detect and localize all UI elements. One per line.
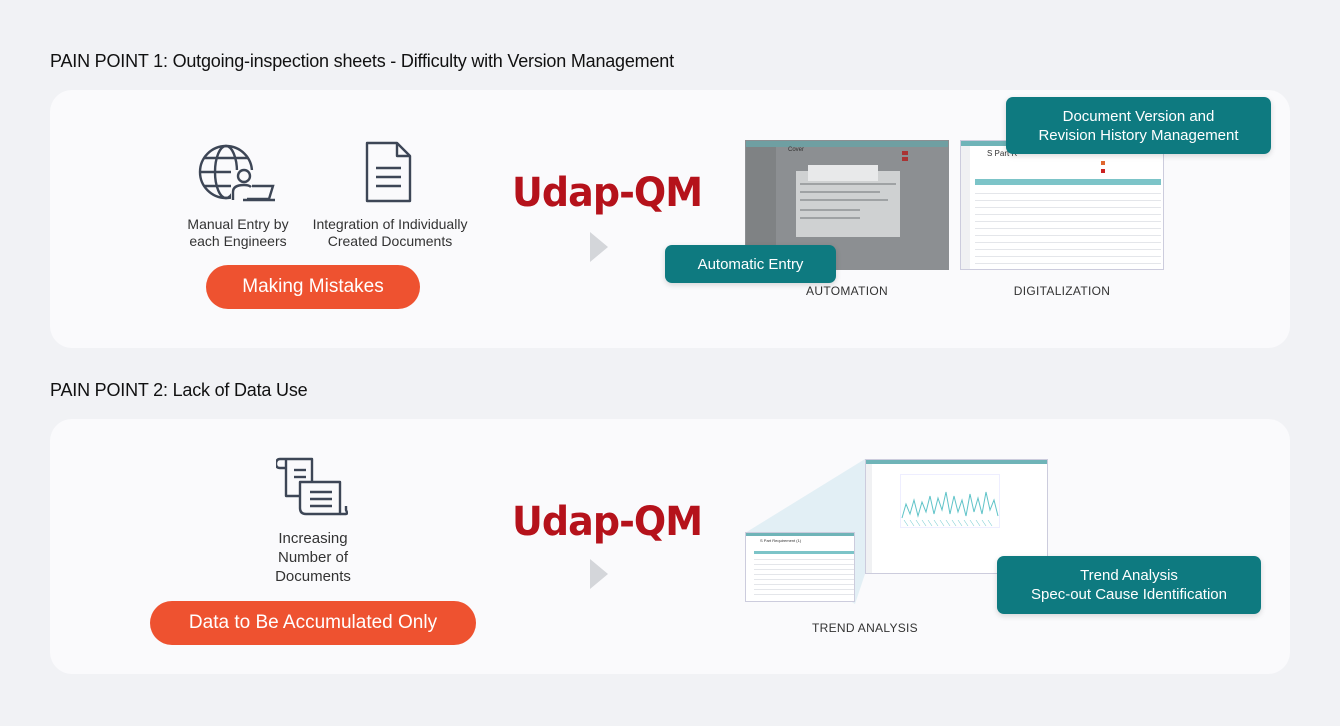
automatic-entry-callout: Automatic Entry	[665, 245, 836, 283]
trend-list-screenshot: S Part Requirement (1)	[745, 532, 855, 602]
automation-screenshot-title: Cover	[788, 147, 805, 153]
scroll-documents-icon	[274, 456, 349, 520]
trend-chart-screenshot	[865, 459, 1048, 574]
increasing-documents-caption: Increasing Number of Documents	[275, 530, 351, 585]
play-arrow-icon-2	[590, 559, 608, 589]
making-mistakes-badge: Making Mistakes	[206, 265, 420, 309]
trend-list-title: S Part Requirement (1)	[760, 538, 802, 543]
udap-qm-logo: Udap-QM	[512, 170, 703, 216]
digitalization-screenshot-title: S Part R	[987, 149, 1018, 158]
digitalization-screenshot: S Part R	[960, 140, 1164, 270]
logo-text-qm-2: QM	[633, 499, 703, 545]
manual-entry-caption: Manual Entry by each Engineers	[187, 216, 289, 249]
section2-heading: PAIN POINT 2: Lack of Data Use	[50, 380, 308, 400]
section2-card: Increasing Number of Documents Data to B…	[50, 419, 1290, 674]
section1-card: Manual Entry by each Engineers Integrati…	[50, 90, 1290, 348]
trend-analysis-label: TREND ANALYSIS	[811, 621, 918, 635]
document-icon	[364, 140, 414, 204]
globe-user-icon	[197, 142, 277, 204]
trend-line-chart	[901, 491, 999, 527]
logo-text-udap: Udap-	[512, 170, 635, 216]
integration-caption: Integration of Individually Created Docu…	[312, 216, 468, 249]
version-management-callout: Document Version and Revision History Ma…	[1006, 97, 1271, 154]
automation-label: AUTOMATION	[806, 284, 888, 298]
logo-text-udap-2: Udap-	[512, 499, 635, 545]
logo-text-qm: QM	[633, 170, 703, 216]
section1-heading: PAIN POINT 1: Outgoing-inspection sheets…	[50, 51, 674, 71]
udap-qm-logo-2: Udap-QM	[512, 499, 703, 545]
play-arrow-icon	[590, 232, 608, 262]
digitalization-label: DIGITALIZATION	[1013, 284, 1111, 298]
data-accumulated-badge: Data to Be Accumulated Only	[150, 601, 476, 645]
trend-analysis-callout: Trend Analysis Spec-out Cause Identifica…	[997, 556, 1261, 614]
